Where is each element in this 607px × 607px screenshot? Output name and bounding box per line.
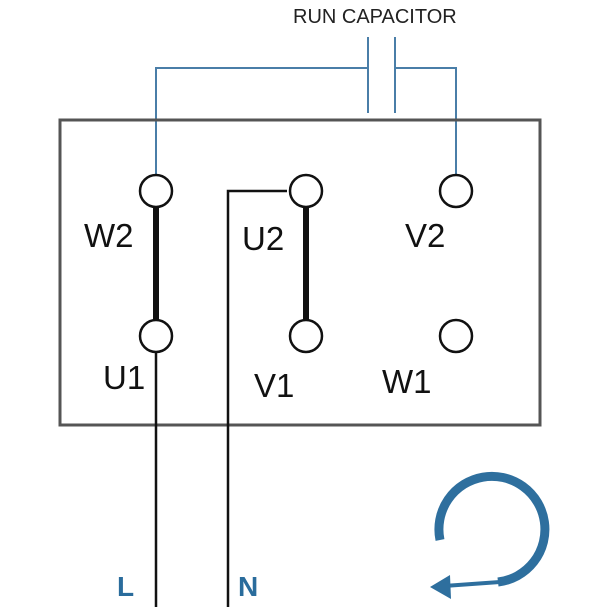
run-capacitor-label: RUN CAPACITOR [293, 6, 457, 28]
label-v1: V1 [254, 367, 294, 404]
label-v2: V2 [405, 217, 445, 254]
terminal-box [58, 118, 542, 427]
neutral-wire [226, 189, 287, 607]
label-w2: W2 [84, 217, 134, 254]
terminal-u2 [288, 173, 324, 209]
terminal-v2 [438, 173, 474, 209]
rotation-shaft [443, 580, 501, 588]
capacitor-right-wire [395, 67, 457, 177]
terminal-v1 [288, 318, 324, 354]
run-capacitor [155, 37, 457, 177]
terminals [138, 173, 474, 354]
rotation-arrow-icon [430, 471, 550, 599]
rotation-arrowhead [430, 575, 451, 599]
label-u1: U1 [103, 359, 145, 396]
supply-wires [154, 189, 287, 607]
terminal-u1 [138, 318, 174, 354]
capacitor-left-wire [155, 67, 368, 177]
label-w1: W1 [382, 363, 432, 400]
label-live: L [117, 571, 134, 602]
terminal-w2 [138, 173, 174, 209]
terminal-links [153, 205, 309, 322]
terminal-w1 [438, 318, 474, 354]
rotation-arc [434, 471, 550, 587]
label-u2: U2 [242, 220, 284, 257]
label-neutral: N [238, 571, 258, 602]
